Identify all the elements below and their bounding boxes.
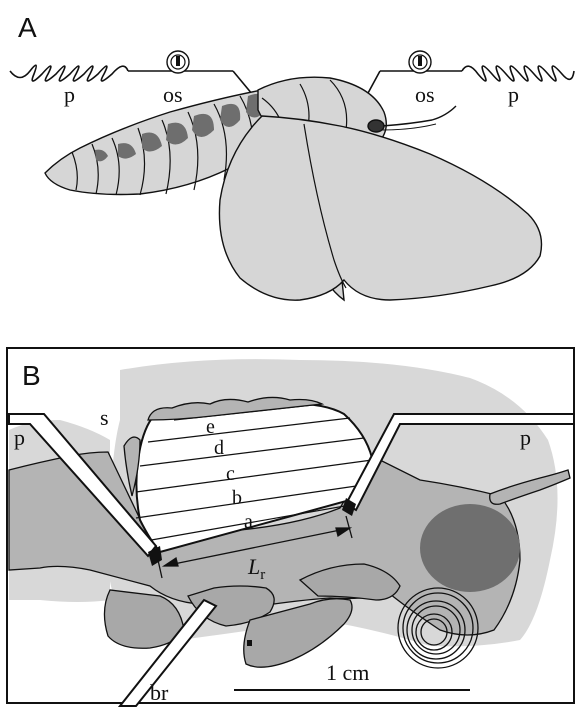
line-label-e: e [206, 416, 215, 438]
panel-b: B s p p e d c b a Lr br 1 cm [7, 348, 574, 706]
line-label-b: b [232, 487, 242, 509]
moth-illustration [45, 77, 542, 300]
label-p-clamp-right: p [520, 425, 531, 450]
moth-antenna [382, 106, 456, 126]
length-label-main: L [247, 554, 260, 579]
label-p-right: p [508, 82, 519, 107]
label-os-left: os [163, 82, 183, 107]
moth-forewing [219, 116, 541, 300]
line-label-a: a [244, 511, 253, 533]
left-force-sensor-icon [167, 51, 189, 73]
label-p-left: p [64, 82, 75, 107]
right-spring [462, 66, 574, 81]
left-spring [10, 65, 128, 81]
compound-eye [420, 504, 520, 592]
panel-a-label: A [18, 12, 37, 43]
line-label-c: c [226, 463, 235, 485]
line-label-d: d [214, 437, 224, 459]
label-os-right: os [415, 82, 435, 107]
label-br: br [150, 680, 169, 705]
right-force-sensor-icon [409, 51, 431, 73]
small-spur-icon [247, 640, 252, 646]
moth-eye [368, 120, 384, 132]
label-s: s [100, 405, 109, 430]
length-label-sub: r [260, 567, 265, 583]
label-p-clamp-left: p [14, 425, 25, 450]
panel-a: A p os os p [10, 12, 574, 300]
scale-bar-label: 1 cm [326, 660, 369, 685]
panel-b-label: B [22, 360, 41, 391]
